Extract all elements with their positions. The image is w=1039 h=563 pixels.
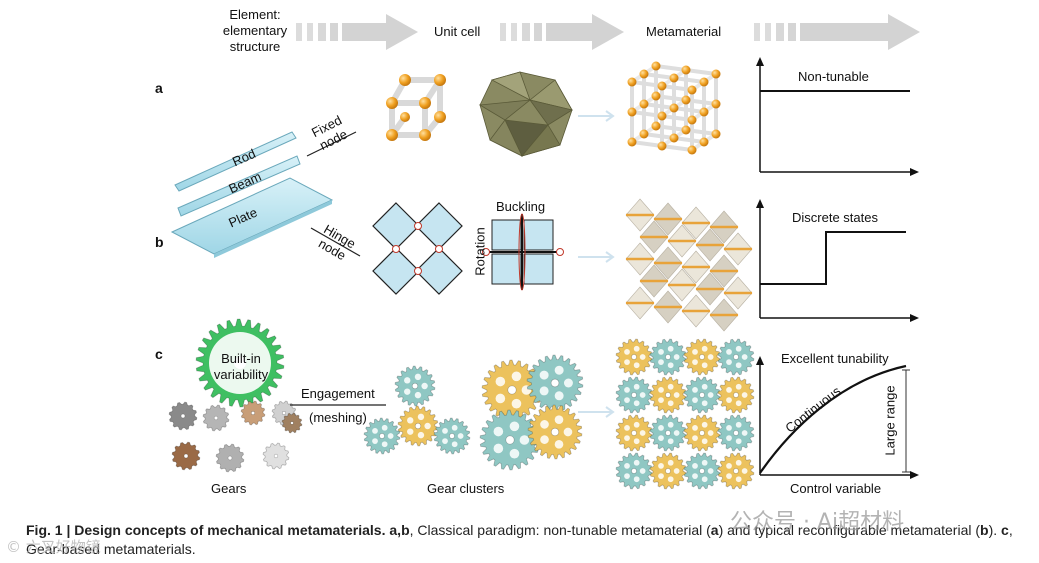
caption-a: a bbox=[710, 522, 719, 538]
control-variable-label: Control variable bbox=[790, 481, 882, 496]
figure-caption: Fig. 1 | Design concepts of mechanical m… bbox=[26, 522, 1013, 557]
header-arrow-2 bbox=[500, 14, 624, 50]
panel-a-letter: a bbox=[155, 80, 163, 96]
element-label: Element: elementary structure bbox=[222, 7, 288, 54]
metamaterial-label: Metamaterial bbox=[646, 24, 722, 39]
meshing-label: (meshing) bbox=[309, 410, 367, 425]
caption-b: b bbox=[980, 522, 989, 538]
discrete-states-label: Discrete states bbox=[792, 210, 878, 225]
header-arrow-3 bbox=[754, 14, 920, 50]
buckling-unit bbox=[482, 213, 564, 291]
lattice-nodes bbox=[386, 74, 446, 141]
rod-beam-plate-illustration bbox=[170, 131, 334, 258]
caption-text4: , Gear-based metamaterials. bbox=[26, 522, 1013, 557]
fixed-node-line bbox=[306, 131, 357, 157]
large-range-label: Large range bbox=[882, 385, 898, 456]
origami-polyhedron bbox=[478, 71, 574, 157]
lattice-metamaterial bbox=[627, 61, 721, 155]
caption-ab-b: b bbox=[401, 522, 410, 538]
gear-clusters-label: Gear clusters bbox=[427, 481, 505, 496]
lattice-unit-cell bbox=[389, 77, 443, 138]
engagement-label: Engagement bbox=[301, 386, 375, 401]
plot-c bbox=[756, 356, 919, 479]
built-in-variability-label: Built-in variability bbox=[213, 351, 269, 382]
unit-cell-label: Unit cell bbox=[434, 24, 481, 39]
watermark-text: 公众号 · Ai超材料 bbox=[730, 510, 905, 535]
caption-fig-label: Fig. 1 | Design concepts of mechanical m… bbox=[26, 522, 386, 538]
caption-text1: , Classical paradigm: non-tunable metama… bbox=[409, 522, 711, 538]
caption-ab-a: a bbox=[389, 522, 398, 538]
plot-b bbox=[756, 199, 919, 322]
discrete-states-curve bbox=[760, 231, 906, 285]
caption-c: c bbox=[1001, 522, 1009, 538]
panel-b-letter: b bbox=[155, 234, 164, 250]
plot-a bbox=[756, 57, 919, 176]
header-arrow-1 bbox=[296, 14, 418, 50]
flow-arrow-a bbox=[578, 110, 615, 122]
caption-text3: ). bbox=[988, 522, 1002, 538]
watermark-left-text: © 六叉好物镜 bbox=[6, 538, 101, 556]
gears-illustration bbox=[168, 318, 755, 490]
flow-arrow-c bbox=[578, 406, 615, 418]
panel-c-letter: c bbox=[155, 346, 163, 362]
panel-metamaterial bbox=[625, 198, 753, 332]
rotation-label: Rotation bbox=[472, 227, 488, 276]
non-tunable-label: Non-tunable bbox=[798, 69, 869, 84]
caption-text2: ) and typical reconfigurable metamateria… bbox=[718, 522, 981, 538]
rotating-squares-unit bbox=[372, 202, 463, 295]
continuous-curve bbox=[759, 364, 907, 474]
hinge-nodes bbox=[392, 222, 443, 275]
buckling-label: Buckling bbox=[496, 199, 546, 214]
excellent-tunability-label: Excellent tunability bbox=[781, 351, 889, 366]
hinge-node-line bbox=[310, 227, 361, 257]
gears-label: Gears bbox=[211, 481, 247, 496]
flow-arrow-b bbox=[578, 251, 615, 263]
